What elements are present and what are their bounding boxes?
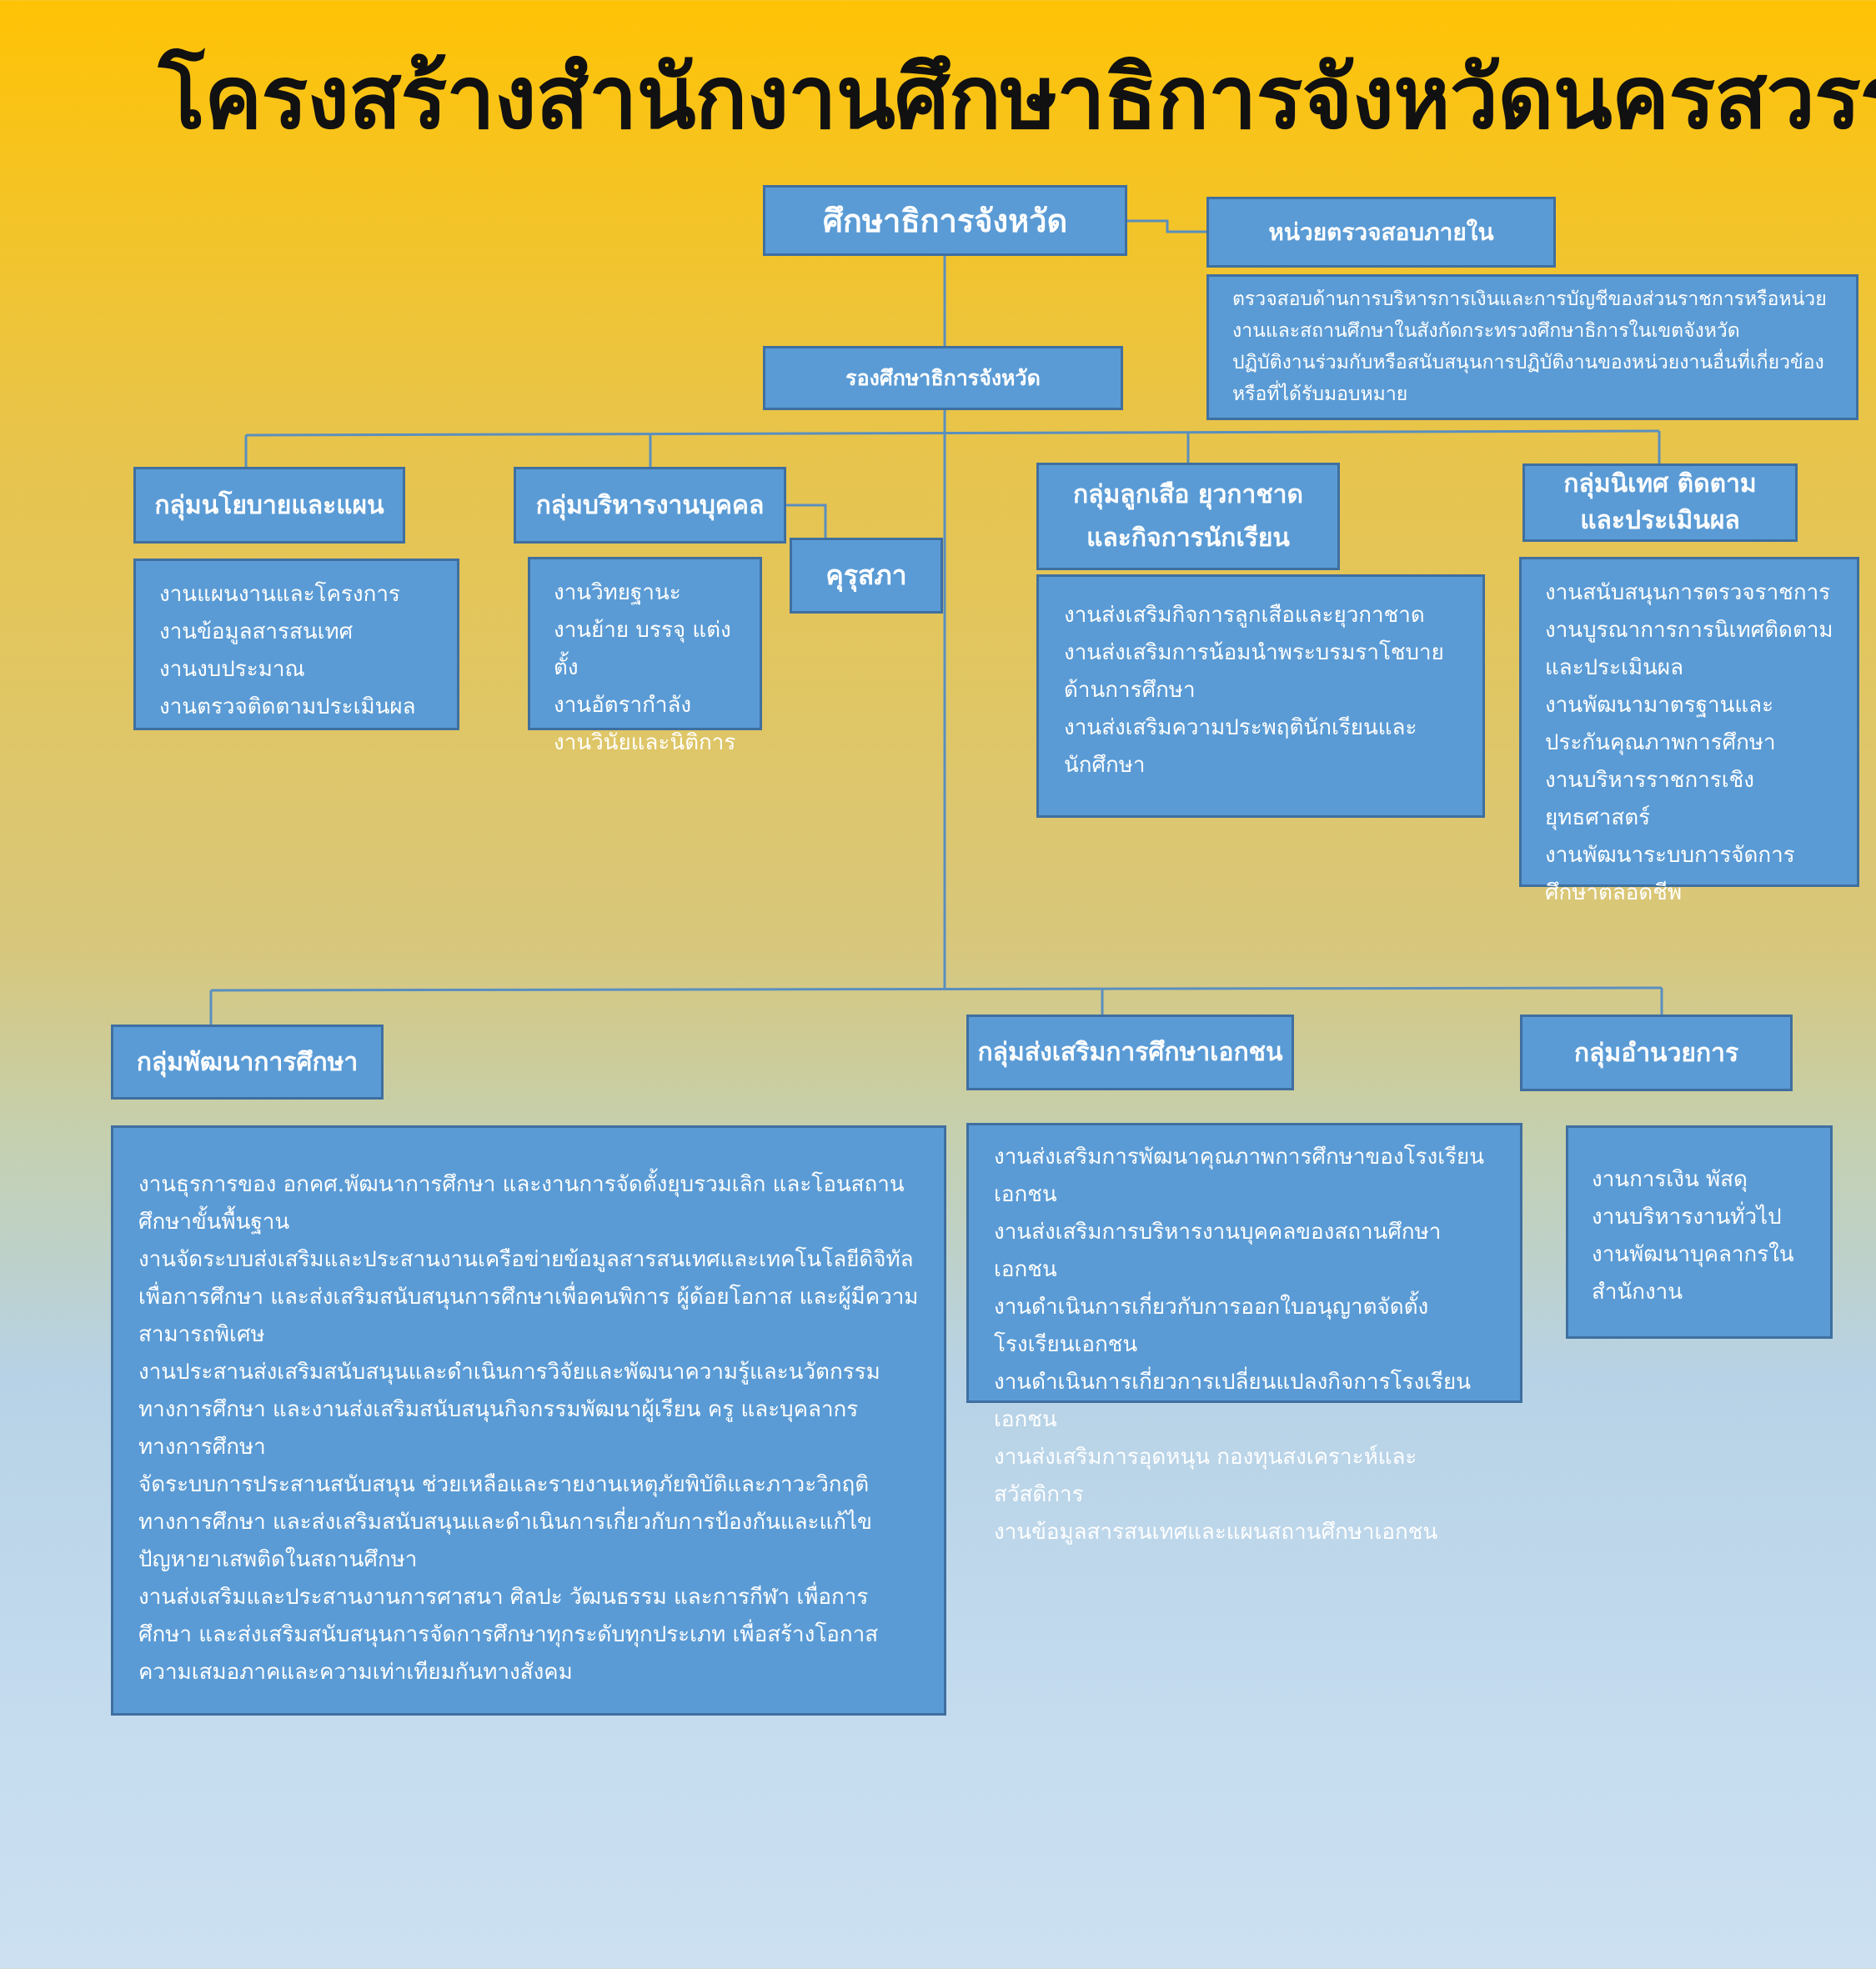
supervision-title-line2: และประเมินผล xyxy=(1580,506,1740,535)
admin-item: งานการเงิน พัสดุ xyxy=(1592,1167,1748,1192)
personnel-item: งานอัตรากำลัง xyxy=(554,693,692,718)
audit-title: หน่วยตรวจสอบภายใน xyxy=(1268,218,1494,246)
deputy-box: รองศึกษาธิการจังหวัด xyxy=(763,346,1123,410)
personnel-item: งานย้าย บรรจุ แต่งตั้ง xyxy=(554,618,731,680)
personnel-item: งานวิทยฐานะ xyxy=(554,580,681,605)
supervision-list-box: งานสนับสนุนการตรวจราชการ งานบูรณาการการน… xyxy=(1519,557,1859,905)
private-edu-title: กลุ่มส่งเสริมการศึกษาเอกชน xyxy=(977,1038,1283,1067)
personnel-title: กลุ่มบริหารงานบุคคล xyxy=(535,490,765,520)
audit-list-box: ตรวจสอบด้านการบริหารการเงินและการบัญชีขอ… xyxy=(1206,274,1858,420)
policy-item: งานข้อมูลสารสนเทศ xyxy=(159,619,354,644)
policy-item: งานงบประมาณ xyxy=(159,657,305,682)
director-label: ศึกษาธิการจังหวัด xyxy=(822,202,1068,239)
scout-title-line2: และกิจการนักเรียน xyxy=(1086,523,1290,553)
admin-title-box: กลุ่มอำนวยการ xyxy=(1520,1015,1793,1091)
scout-list-box: งานส่งเสริมกิจการลูกเสือและยุวกาชาด งานส… xyxy=(1036,574,1485,818)
admin-item: งานพัฒนาบุคลากรในสำนักงาน xyxy=(1592,1242,1794,1305)
private-edu-item: งานส่งเสริมการพัฒนาคุณภาพการศึกษาของโรงเ… xyxy=(994,1145,1485,1207)
policy-item: งานแผนงานและโครงการ xyxy=(159,582,400,607)
supervision-item: งานสนับสนุนการตรวจราชการ xyxy=(1545,580,1831,605)
supervision-title-line1: กลุ่มนิเทศ ติดตาม xyxy=(1563,469,1757,499)
development-title: กลุ่มพัฒนาการศึกษา xyxy=(136,1047,359,1077)
private-edu-item: งานส่งเสริมการบริหารงานบุคคลของสถานศึกษา… xyxy=(994,1220,1442,1282)
supervision-item: งานพัฒนามาตรฐานและประกันคุณภาพการศึกษา xyxy=(1545,693,1776,755)
personnel-item: งานวินัยและนิติการ xyxy=(554,730,736,755)
teachers-council-label: คุรุสภา xyxy=(825,559,907,591)
scout-item: งานส่งเสริมความประพฤตินักเรียนและนักศึกษ… xyxy=(1064,715,1417,778)
teachers-council-box: คุรุสภา xyxy=(790,538,943,614)
development-list-box: งานธุรการของ อกคศ.พัฒนาการศึกษา และงานกา… xyxy=(111,1125,946,1716)
private-edu-item: งานดำเนินการเกี่ยวการเปลี่ยนแปลงกิจการโร… xyxy=(994,1370,1472,1432)
private-edu-item: งานข้อมูลสารสนเทศและแผนสถานศึกษาเอกชน xyxy=(994,1520,1438,1545)
development-title-box: กลุ่มพัฒนาการศึกษา xyxy=(111,1025,384,1100)
private-edu-item: งานส่งเสริมการอุดหนุน กองทุนสงเคราะห์และ… xyxy=(994,1445,1417,1507)
personnel-title-box: กลุ่มบริหารงานบุคคล xyxy=(514,467,786,544)
policy-title-box: กลุ่มนโยบายและแผน xyxy=(133,467,405,544)
development-item: งานธุรการของ อกคศ.พัฒนาการศึกษา และงานกา… xyxy=(138,1172,905,1235)
policy-list-box: งานแผนงานและโครงการ งานข้อมูลสารสนเทศ งา… xyxy=(133,559,459,730)
audit-item: ปฏิบัติงานร่วมกับหรือสนับสนุนการปฏิบัติง… xyxy=(1232,352,1824,405)
scout-item: งานส่งเสริมกิจการลูกเสือและยุวกาชาด xyxy=(1064,603,1425,628)
scout-item: งานส่งเสริมการน้อมนำพระบรมราโชบายด้านการ… xyxy=(1064,640,1444,703)
development-item: งานส่งเสริมและประสานงานการศาสนา ศิลปะ วั… xyxy=(138,1585,879,1685)
personnel-list-box: งานวิทยฐานะ งานย้าย บรรจุ แต่งตั้ง งานอั… xyxy=(528,557,762,755)
development-item: งานจัดระบบส่งเสริมและประสานงานเครือข่ายข… xyxy=(138,1247,919,1347)
scout-title-line1: กลุ่มลูกเสือ ยุวกาชาด xyxy=(1072,479,1304,509)
supervision-item: งานบริหารราชการเชิงยุทธศาสตร์ xyxy=(1545,768,1754,830)
private-edu-list-box: งานส่งเสริมการพัฒนาคุณภาพการศึกษาของโรงเ… xyxy=(966,1123,1522,1545)
policy-title: กลุ่มนโยบายและแผน xyxy=(154,490,384,520)
scout-title-box: กลุ่มลูกเสือ ยุวกาชาด และกิจการนักเรียน xyxy=(1036,463,1340,570)
policy-item: งานตรวจติดตามประเมินผล xyxy=(159,694,416,719)
admin-title: กลุ่มอำนวยการ xyxy=(1573,1038,1739,1068)
audit-item: ตรวจสอบด้านการบริหารการเงินและการบัญชีขอ… xyxy=(1232,288,1827,342)
supervision-item: งานพัฒนาระบบการจัดการศึกษาตลอดชีพ xyxy=(1545,843,1795,905)
supervision-title-box: กลุ่มนิเทศ ติดตาม และประเมินผล xyxy=(1522,463,1798,542)
private-edu-title-box: กลุ่มส่งเสริมการศึกษาเอกชน xyxy=(966,1015,1294,1090)
supervision-item: งานบูรณาการการนิเทศติดตามและประเมินผล xyxy=(1545,618,1833,680)
admin-list-box: งานการเงิน พัสดุ งานบริหารงานทั่วไป งานพ… xyxy=(1566,1125,1833,1339)
private-edu-item: งานดำเนินการเกี่ยวกับการออกใบอนุญาตจัดตั… xyxy=(994,1295,1429,1357)
admin-item: งานบริหารงานทั่วไป xyxy=(1592,1205,1782,1230)
development-item: งานประสานส่งเสริมสนับสนุนและดำเนินการวิจ… xyxy=(138,1360,880,1460)
development-item: จัดระบบการประสานสนับสนุน ช่วยเหลือและราย… xyxy=(138,1472,872,1572)
audit-title-box: หน่วยตรวจสอบภายใน xyxy=(1206,197,1556,268)
director-box: ศึกษาธิการจังหวัด xyxy=(763,185,1127,256)
deputy-label: รองศึกษาธิการจังหวัด xyxy=(845,365,1041,390)
page-title: โครงสร้างสำนักงานศึกษาธิการจังหวัดนครสวร… xyxy=(158,46,1876,148)
